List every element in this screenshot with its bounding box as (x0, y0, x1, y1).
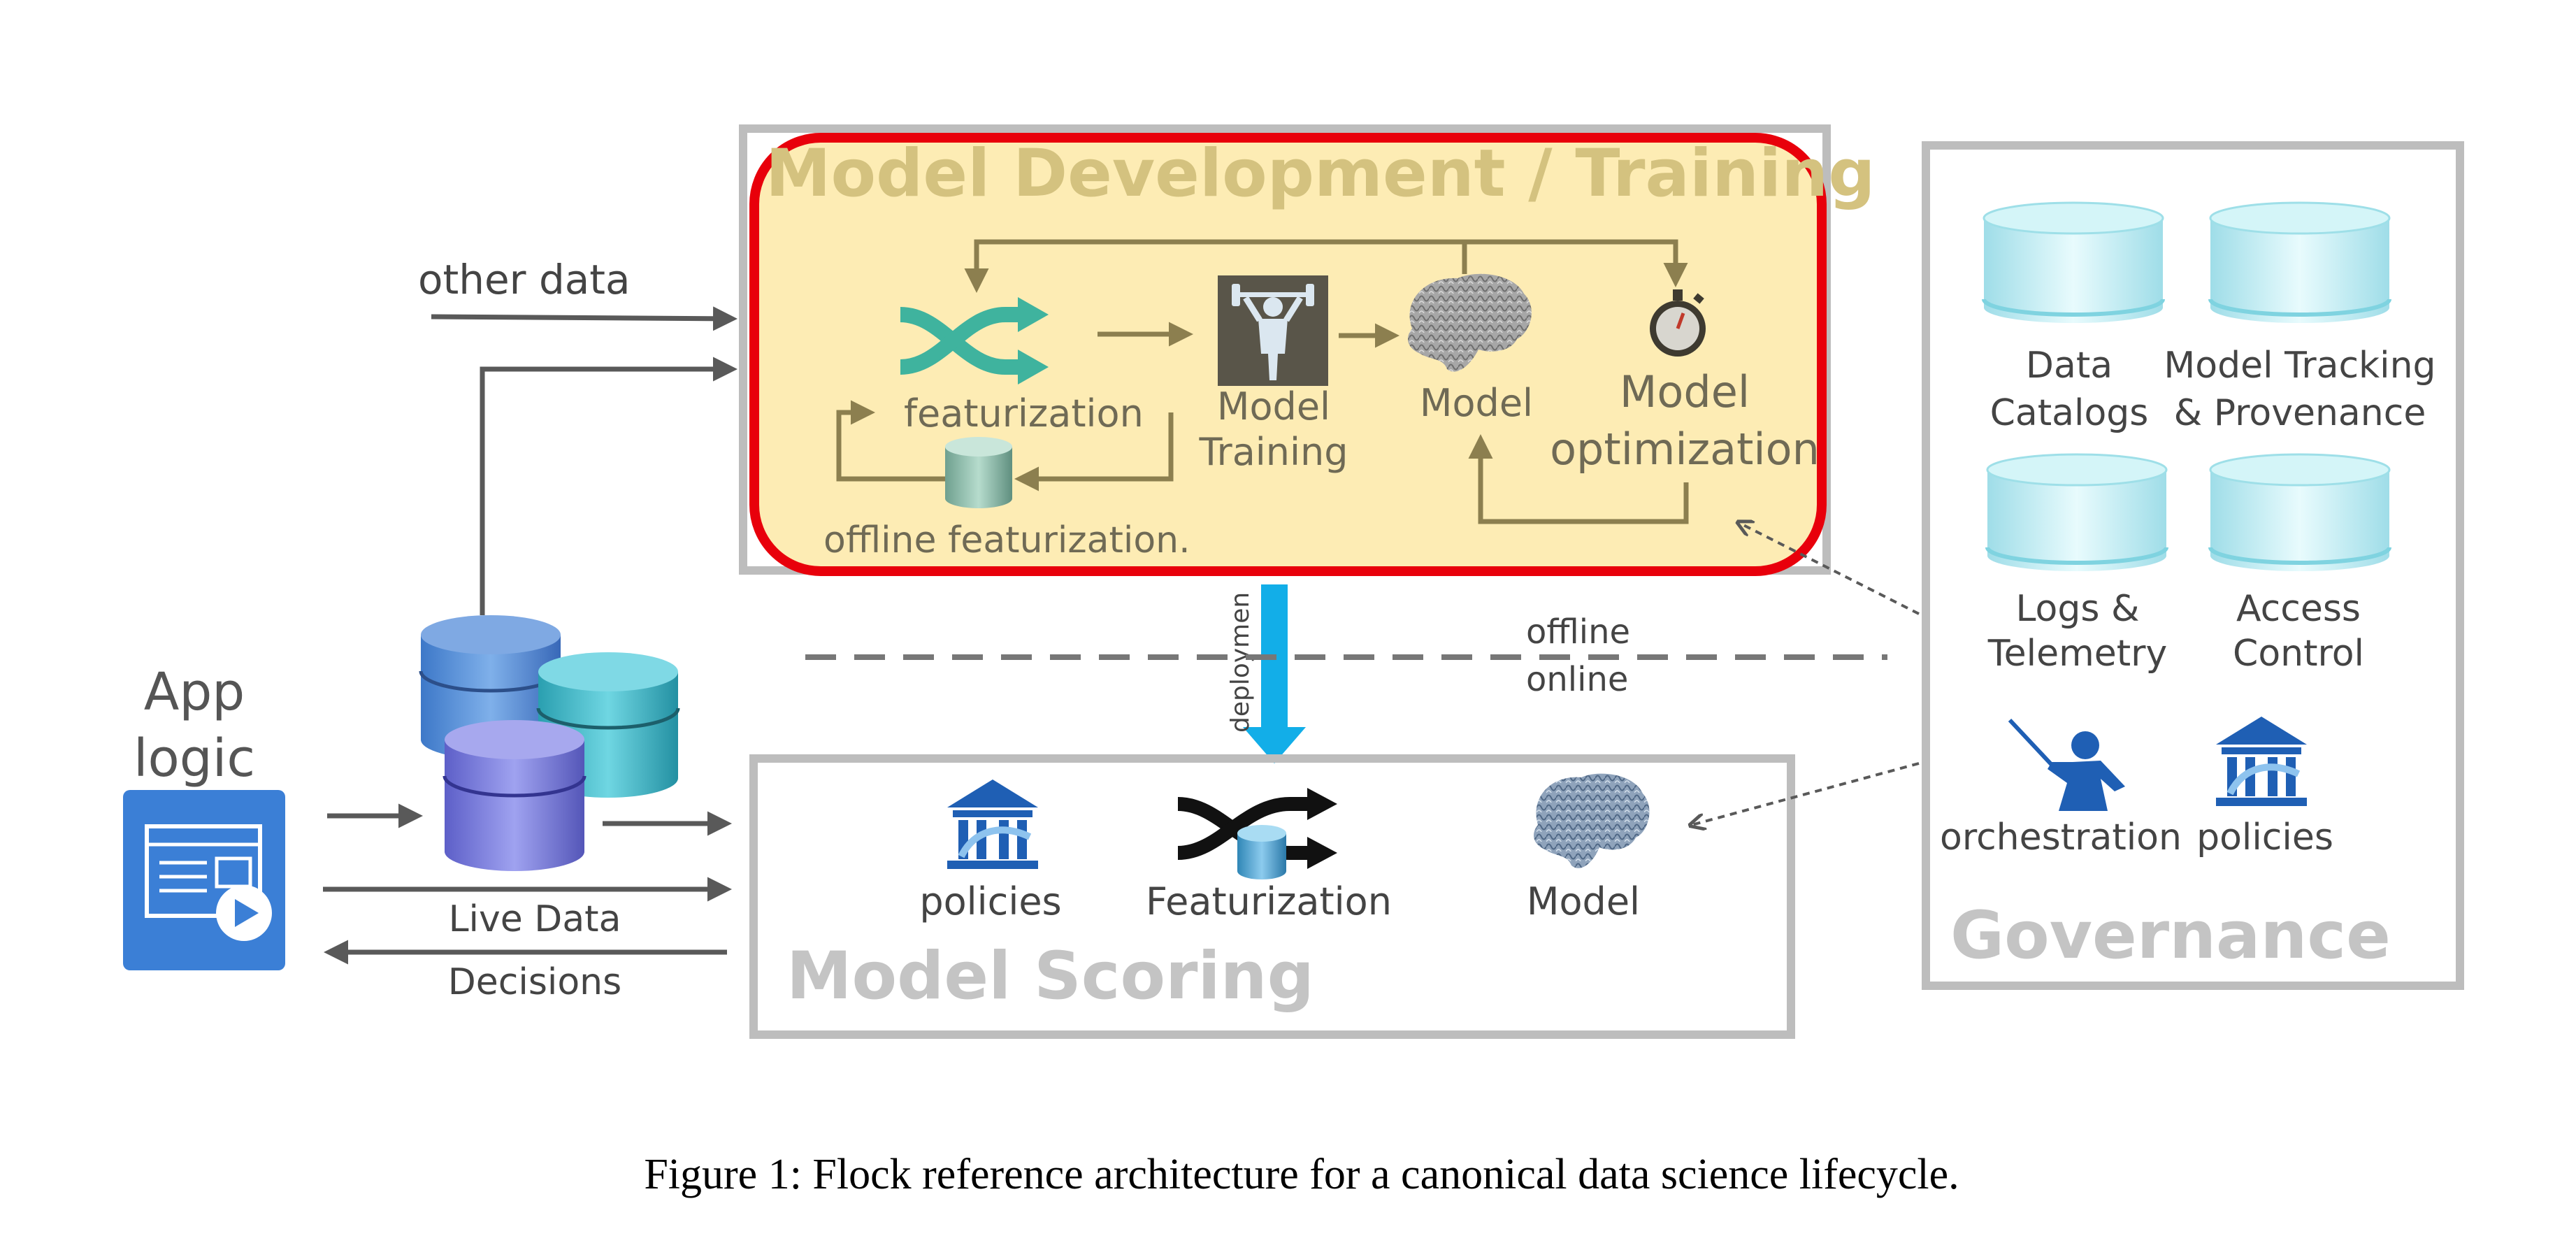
access-label-1: Access (2236, 588, 2361, 630)
brain-icon (1408, 273, 1532, 372)
optimization-to-model-arrow (1468, 434, 1689, 524)
store-to-training-arrow (480, 357, 737, 615)
app-logic-label-1: App (144, 662, 245, 722)
other-data-arrow (431, 306, 737, 331)
figure-caption: Figure 1: Flock reference architecture f… (644, 1151, 1959, 1198)
logs-label-2: Telemetry (1987, 633, 2168, 675)
database-icon (442, 720, 587, 871)
data-catalogs-label-1: Data (2026, 345, 2113, 387)
database-icon (1985, 453, 2168, 571)
training-title: Model Development / Training (765, 136, 1876, 212)
model-training-label-1: Model (1217, 385, 1330, 429)
database-icon (2208, 453, 2391, 571)
database-icon (2208, 201, 2391, 323)
model-optimization-label-2: optimization (1550, 424, 1820, 475)
other-data-label: other data (418, 256, 631, 303)
stopwatch-icon (1650, 289, 1706, 357)
model-optimization-label-1: Model (1620, 366, 1750, 417)
data-catalogs-label-2: Catalogs (1990, 392, 2149, 434)
deployment-label: deploymen (1226, 592, 1255, 733)
training-region: Model Development / Training featurizati… (739, 124, 1876, 576)
scoring-model-label: Model (1527, 879, 1640, 924)
bank-icon (2216, 717, 2307, 806)
conductor-icon (2008, 718, 2125, 811)
access-label-2: Control (2233, 633, 2364, 675)
play-icon (216, 885, 272, 941)
tracking-label-2: & Provenance (2174, 392, 2426, 434)
governance-to-scoring-arrow (1692, 762, 1920, 825)
governance-frame (1922, 141, 2464, 990)
left-region: other data Live Data Decisions App logic (123, 256, 737, 1003)
weightlifter-icon (1218, 275, 1328, 386)
governance-to-training-arrow (1739, 523, 1920, 615)
scoring-featurization-label: Featurization (1146, 879, 1392, 924)
database-icon (945, 437, 1012, 508)
offline-featurization-label: offline featurization. (823, 519, 1190, 561)
model-label: Model (1420, 381, 1533, 425)
governance-policies-label: policies (2196, 817, 2333, 858)
offline-loop-left (836, 400, 947, 482)
shuffle-icon (900, 297, 1049, 385)
logs-label-1: Logs & (2015, 588, 2139, 630)
featurization-label: featurization (904, 391, 1144, 436)
tracking-label-1: Model Tracking (2164, 345, 2435, 387)
governance-region: Governance Data Catalogs Model Tracking … (1692, 141, 2464, 990)
database-icon (1237, 825, 1286, 879)
online-label: online (1526, 660, 1628, 699)
decisions-label: Decisions (448, 961, 621, 1003)
scoring-frame (749, 754, 1795, 1039)
scoring-policies-label: policies (919, 879, 1061, 924)
database-icon (1982, 201, 2165, 323)
governance-title: Governance (1950, 898, 2391, 974)
live-data-label: Live Data (449, 898, 621, 940)
orchestration-label: orchestration (1940, 817, 2182, 858)
offline-label: offline (1526, 612, 1630, 652)
feedback-loop-top (964, 239, 1467, 293)
loop-to-optimization (1465, 239, 1688, 287)
app-logic-label-2: logic (134, 728, 255, 789)
scoring-title: Model Scoring (786, 938, 1314, 1014)
scoring-region: Model Scoring policies Featurization (749, 754, 1795, 1039)
app-window-icon (123, 790, 285, 970)
model-training-label-2: Training (1198, 430, 1348, 474)
offline-loop-right (1014, 412, 1174, 491)
brain-icon (1534, 773, 1650, 868)
bank-icon (947, 779, 1038, 869)
